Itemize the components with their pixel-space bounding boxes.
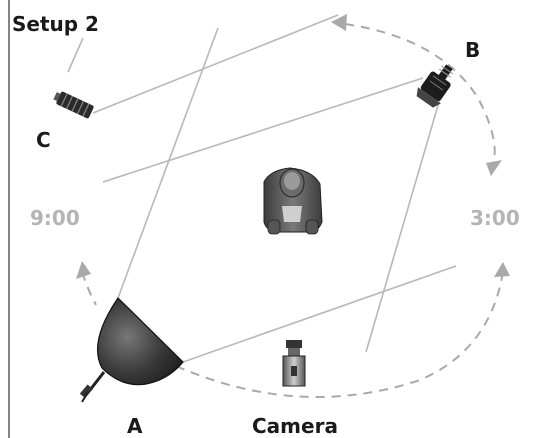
subject-figure (263, 167, 323, 235)
beam-c-upper (92, 14, 339, 114)
label-light-c: C (36, 128, 51, 152)
arrowheads (76, 14, 510, 279)
label-left-time: 9:00 (30, 206, 80, 230)
light-beams (67, 14, 457, 363)
label-light-a: A (127, 414, 143, 438)
beam-a-lower (182, 265, 457, 363)
beam-b-lower (365, 94, 442, 353)
light-a-fixture (79, 297, 184, 403)
label-camera: Camera (252, 414, 338, 438)
arrow-right-icon (486, 160, 502, 176)
beam-b-upper (102, 77, 424, 183)
beam-c-lower (67, 37, 84, 73)
diagram-title: Setup 2 (12, 12, 99, 36)
arrow-top-icon (331, 14, 347, 31)
arrow-right-bottom-icon (494, 262, 510, 277)
camera-icon (282, 340, 306, 387)
arrow-left-icon (76, 261, 91, 279)
light-b-fixture (416, 64, 454, 108)
light-c-fixture (53, 91, 94, 119)
arc-left (81, 271, 97, 306)
label-light-b: B (465, 38, 481, 62)
beam-a-upper (117, 27, 219, 299)
label-right-time: 3:00 (470, 206, 520, 230)
arc-top-right (344, 23, 496, 165)
arc-bottom (175, 271, 504, 399)
